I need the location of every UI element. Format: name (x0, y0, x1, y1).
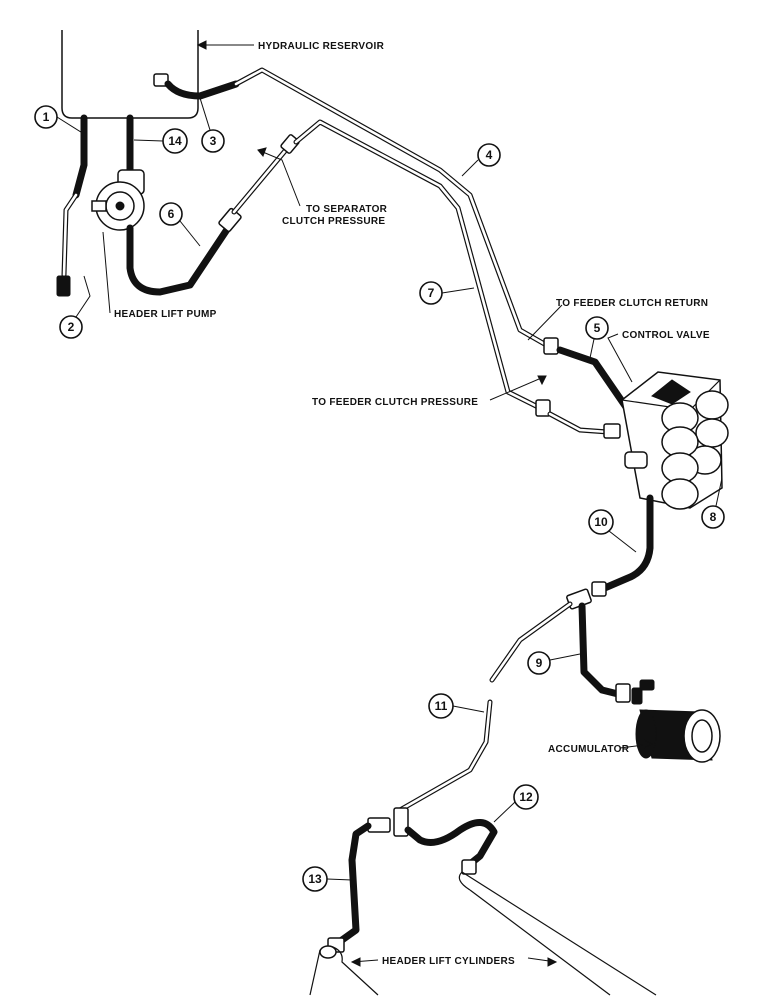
svg-text:CONTROL VALVE: CONTROL VALVE (622, 330, 710, 341)
callout-2: 2 (59, 275, 91, 339)
svg-text:ACCUMULATOR: ACCUMULATOR (548, 744, 630, 755)
callout-12: 12 (493, 784, 539, 823)
callout-5: 5 (585, 316, 609, 359)
hose-6 (126, 134, 300, 296)
hose-10 (566, 494, 654, 610)
callout-9: 9 (527, 651, 581, 675)
callout-13: 13 (302, 866, 353, 892)
callout-14: 14 (133, 128, 188, 154)
svg-text:1: 1 (43, 110, 50, 124)
hose-9 (578, 602, 655, 705)
svg-text:12: 12 (519, 790, 533, 804)
label-separator-clutch-pressure: TO SEPARATOR CLUTCH PRESSURE (257, 147, 388, 227)
callout-7: 7 (419, 281, 475, 305)
header-lift-pump (91, 169, 145, 231)
header-lift-cylinders (309, 871, 657, 996)
svg-text:10: 10 (594, 515, 608, 529)
svg-text:HEADER LIFT PUMP: HEADER LIFT PUMP (114, 309, 217, 320)
label-header-lift-cylinders: HEADER LIFT CYLINDERS (350, 956, 558, 967)
tube-4 (233, 67, 559, 355)
svg-text:TO SEPARATOR: TO SEPARATOR (306, 204, 388, 215)
svg-text:TO FEEDER CLUTCH RETURN: TO FEEDER CLUTCH RETURN (556, 298, 708, 309)
callout-4: 4 (461, 143, 501, 177)
svg-text:9: 9 (536, 656, 543, 670)
label-feeder-clutch-pressure: TO FEEDER CLUTCH PRESSURE (312, 375, 547, 408)
svg-text:8: 8 (710, 510, 717, 524)
hydraulic-reservoir (61, 30, 199, 119)
svg-text:11: 11 (435, 699, 448, 713)
svg-text:2: 2 (68, 320, 75, 334)
callout-3: 3 (199, 97, 225, 153)
callout-8: 8 (701, 477, 725, 529)
label-feeder-clutch-return: TO FEEDER CLUTCH RETURN (527, 298, 708, 341)
svg-text:TO FEEDER CLUTCH PRESSURE: TO FEEDER CLUTCH PRESSURE (312, 397, 478, 408)
svg-text:6: 6 (168, 207, 175, 221)
svg-text:13: 13 (308, 872, 322, 886)
hose-13 (327, 822, 372, 953)
callout-6: 6 (159, 202, 201, 247)
label-accumulator: ACCUMULATOR (548, 739, 654, 755)
hose-3 (153, 73, 240, 100)
callout-10: 10 (588, 509, 637, 553)
lower-tee (367, 807, 409, 837)
label-hydraulic-reservoir: HYDRAULIC RESERVOIR (196, 40, 385, 52)
accumulator (635, 709, 721, 763)
svg-text:3: 3 (210, 134, 217, 148)
hose-5 (556, 346, 632, 414)
svg-text:14: 14 (168, 134, 182, 148)
svg-text:5: 5 (594, 321, 601, 335)
svg-text:HYDRAULIC RESERVOIR: HYDRAULIC RESERVOIR (258, 41, 385, 52)
svg-text:7: 7 (428, 286, 435, 300)
callout-11: 11 (428, 693, 485, 719)
tube-2 (56, 192, 79, 297)
svg-text:HEADER LIFT CYLINDERS: HEADER LIFT CYLINDERS (382, 956, 515, 967)
label-header-lift-pump: HEADER LIFT PUMP (102, 231, 217, 320)
svg-text:4: 4 (486, 148, 493, 162)
tube-11 (397, 601, 573, 813)
control-valve (621, 371, 729, 510)
callout-1: 1 (34, 105, 85, 135)
label-control-valve: CONTROL VALVE (607, 330, 710, 383)
tube-7 (293, 119, 621, 439)
hose-12 (404, 819, 498, 875)
svg-text:CLUTCH PRESSURE: CLUTCH PRESSURE (282, 216, 385, 227)
